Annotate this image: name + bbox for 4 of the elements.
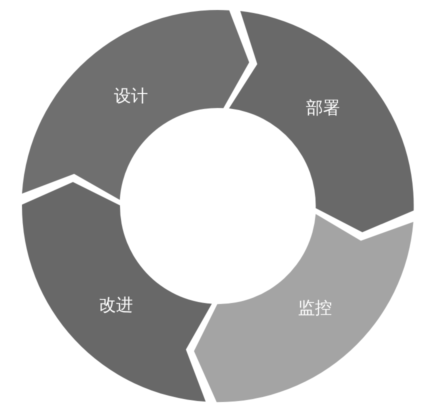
segment-label: 部署 <box>306 97 340 120</box>
segment-label: 监控 <box>298 297 332 320</box>
segment-label: 改进 <box>98 294 133 316</box>
segment-label: 设计 <box>114 85 148 108</box>
